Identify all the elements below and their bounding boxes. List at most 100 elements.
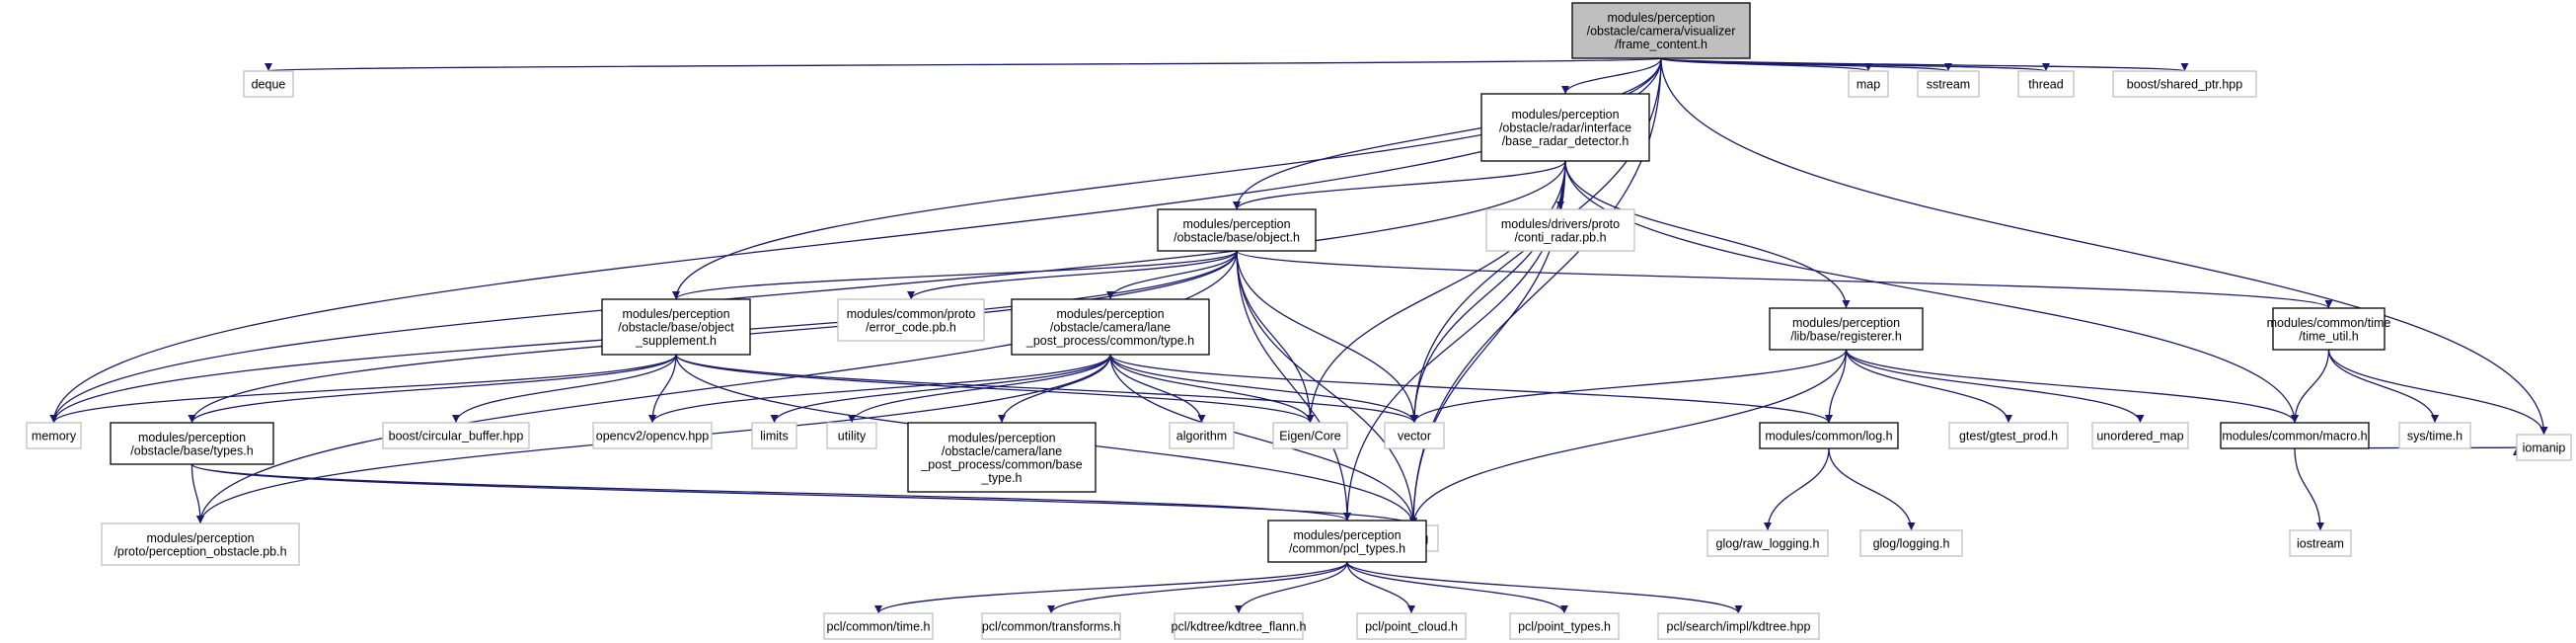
node-label-line: boost/circular_buffer.hpp xyxy=(389,430,524,443)
node-box xyxy=(981,612,1121,640)
node-label-line: pcl/point_cloud.h xyxy=(1365,620,1458,634)
node-label-line: /obstacle/base/object.h xyxy=(1174,230,1300,244)
node-label-line: sys/time.h xyxy=(2407,430,2462,443)
edge-log-to-glog_raw xyxy=(1764,447,1830,531)
node-label-line: deque xyxy=(252,78,286,92)
edge-object_supplement-to-vector xyxy=(675,354,1418,424)
node-point-cloud: pcl/point_cloud.h xyxy=(1356,612,1467,640)
node-label-line: /proto/perception_obstacle.pb.h xyxy=(114,544,286,558)
node-label-line: iomanip xyxy=(2523,442,2566,455)
edge-object_supplement-to-types xyxy=(188,354,677,424)
edge-object_supplement-to-eigen xyxy=(675,354,1315,424)
node-time-util[interactable]: modules/common/time/time_util.h xyxy=(2267,307,2391,351)
node-glog-raw: glog/raw_logging.h xyxy=(1706,529,1829,557)
node-box xyxy=(751,422,797,449)
edge-types-to-perception_obstacle xyxy=(190,463,204,524)
node-map: map xyxy=(1848,70,1889,98)
edge-radar_detector-to-registerer xyxy=(1564,160,1851,309)
edge-pcl_types-to-point_types xyxy=(1346,561,1568,614)
edge-log-to-glog xyxy=(1828,447,1916,531)
node-label-line: modules/perception xyxy=(1607,11,1714,25)
node-label-line: modules/perception xyxy=(1293,528,1401,542)
node-error-code: modules/common/proto/error_code.pb.h xyxy=(837,298,985,342)
edge-radar_detector-to-memory xyxy=(49,160,1566,424)
node-label-line: iostream xyxy=(2297,537,2344,551)
edge-pcl_types-to-pcl_time xyxy=(874,561,1348,614)
node-label-line: _supplement.h xyxy=(635,334,717,348)
node-label-line: gtest/gtest_prod.h xyxy=(1959,430,2058,443)
node-object[interactable]: modules/perception/obstacle/base/object.… xyxy=(1157,208,1317,252)
edge-lane_type-to-opencv xyxy=(648,354,1111,424)
node-box xyxy=(1571,2,1751,59)
node-label-line: modules/perception xyxy=(1056,307,1164,321)
node-label-line: /obstacle/radar/interface xyxy=(1499,121,1631,135)
node-lane-type[interactable]: modules/perception/obstacle/camera/lane_… xyxy=(1011,298,1210,356)
node-pcl-time: pcl/common/time.h xyxy=(823,612,934,640)
node-pcl-transforms: pcl/common/transforms.h xyxy=(981,612,1121,640)
node-registerer[interactable]: modules/perception/lib/base/registerer.h xyxy=(1769,307,1924,351)
node-radar-detector[interactable]: modules/perception/obstacle/radar/interf… xyxy=(1480,93,1650,162)
edge-lane_type-to-string xyxy=(1109,354,1417,526)
node-conti-radar: modules/drivers/proto/conti_radar.pb.h xyxy=(1485,208,1635,252)
node-limits: limits xyxy=(751,422,797,449)
node-label-line: /obstacle/base/types.h xyxy=(130,443,253,457)
edge-root-to-deque xyxy=(265,57,1662,72)
node-box xyxy=(2398,422,2471,449)
node-box xyxy=(1356,612,1467,640)
node-label-line: algorithm xyxy=(1176,430,1227,443)
node-label-line: /conti_radar.pb.h xyxy=(1514,230,1606,244)
edge-object-to-pcl_types xyxy=(1236,250,1351,522)
node-box xyxy=(826,422,877,449)
node-box xyxy=(382,422,530,449)
node-label-line: glog/logging.h xyxy=(1873,537,1950,551)
edge-time_util-to-iomanip xyxy=(2327,349,2548,436)
node-log[interactable]: modules/common/log.h xyxy=(1759,422,1899,449)
edge-lane_type-to-limits xyxy=(770,354,1111,424)
node-label-line: pcl/point_types.h xyxy=(1518,620,1611,634)
edge-object-to-eigen xyxy=(1236,250,1315,424)
node-label-line: /obstacle/camera/lane xyxy=(942,444,1062,458)
node-box xyxy=(1384,422,1445,449)
node-label-line: modules/perception xyxy=(622,307,729,321)
edge-time_util-to-macro xyxy=(2291,349,2330,424)
edge-lane_type-to-utility xyxy=(848,354,1111,424)
node-label-line: sstream xyxy=(1927,78,1970,92)
node-label-line: _type.h xyxy=(980,471,1022,485)
edge-lane_type-to-algorithm xyxy=(1109,354,1206,424)
edge-registerer-to-gtest xyxy=(1845,349,2012,424)
node-opencv: opencv2/opencv.hpp xyxy=(592,422,713,449)
node-box xyxy=(2017,70,2075,98)
node-object-supplement[interactable]: modules/perception/obstacle/base/object_… xyxy=(601,298,751,356)
node-box xyxy=(110,422,274,465)
node-algorithm: algorithm xyxy=(1169,422,1235,449)
node-eigen: Eigen/Core xyxy=(1272,422,1348,449)
edge-root-to-iomanip xyxy=(1660,57,2548,436)
edge-radar_detector-to-vector xyxy=(1410,160,1566,424)
node-label-line: _post_process/common/base xyxy=(920,457,1082,471)
node-pcl-types[interactable]: modules/perception/common/pcl_types.h xyxy=(1267,520,1427,563)
edge-types-to-pcl_types xyxy=(190,463,1351,522)
edge-registerer-to-macro xyxy=(1845,349,2299,424)
node-point-types: pcl/point_types.h xyxy=(1509,612,1620,640)
node-box xyxy=(2220,422,2370,449)
node-boost-shared-ptr: boost/shared_ptr.hpp xyxy=(2112,70,2257,98)
node-label-line: modules/perception xyxy=(947,431,1055,444)
node-macro[interactable]: modules/common/macro.h xyxy=(2220,422,2370,449)
node-label-line: /time_util.h xyxy=(2299,329,2358,343)
node-label-line: modules/common/macro.h xyxy=(2222,430,2367,443)
node-label-line: vector xyxy=(1398,430,1431,443)
edge-time_util-to-sys_time xyxy=(2327,349,2439,424)
node-label-line: opencv2/opencv.hpp xyxy=(596,430,709,443)
node-types[interactable]: modules/perception/obstacle/base/types.h xyxy=(110,422,274,465)
node-box xyxy=(1169,422,1235,449)
node-box xyxy=(1011,298,1210,356)
node-root[interactable]: modules/perception/obstacle/camera/visua… xyxy=(1571,2,1751,59)
edge-object_supplement-to-opencv xyxy=(648,354,677,424)
node-box xyxy=(2112,70,2257,98)
node-label-line: /frame_content.h xyxy=(1615,38,1707,51)
node-gtest: gtest/gtest_prod.h xyxy=(1948,422,2069,449)
node-base-type[interactable]: modules/perception/obstacle/camera/lane_… xyxy=(907,422,1097,493)
node-label-line: /obstacle/camera/lane xyxy=(1050,321,1171,335)
node-box xyxy=(1174,612,1304,640)
node-box xyxy=(1157,208,1317,252)
